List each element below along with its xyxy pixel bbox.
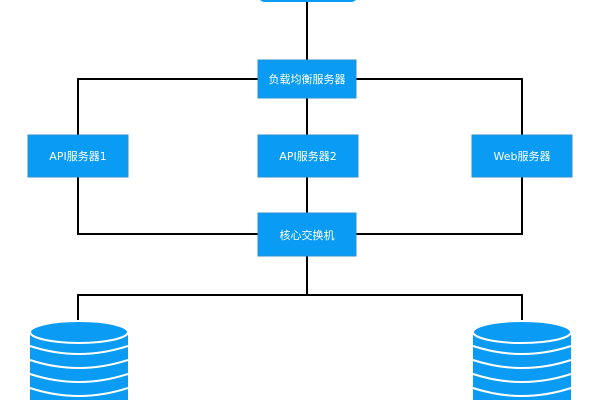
core-switch-label: 核心交换机 xyxy=(280,228,335,242)
api-server-2-node[interactable]: API服务器2 xyxy=(257,134,359,178)
web-server-label: Web服务器 xyxy=(494,150,551,163)
load-balancer-box xyxy=(257,59,357,99)
database-left-top xyxy=(29,320,129,344)
top-node-shape xyxy=(260,0,356,2)
web-server-box xyxy=(471,134,573,178)
load-balancer-label: 负载均衡服务器 xyxy=(269,72,346,86)
api-server-2-label: API服务器2 xyxy=(279,150,336,163)
api-server-1-box xyxy=(27,134,129,178)
database-right-body xyxy=(473,332,571,400)
link-storage-bus xyxy=(77,294,523,330)
core-switch-node[interactable]: 核心交换机 xyxy=(257,212,357,257)
database-left-stripe-1 xyxy=(29,345,129,355)
database-left-stripe-4 xyxy=(29,387,129,397)
api-server-2-box xyxy=(257,134,359,178)
web-server-node[interactable]: Web服务器 xyxy=(471,134,573,178)
database-right-top xyxy=(472,320,572,344)
database-right-stripe-4 xyxy=(472,387,572,397)
database-left-body xyxy=(30,332,128,400)
database-right-stripe-1 xyxy=(472,345,572,355)
api-server-1-label: API服务器1 xyxy=(49,150,106,163)
core-switch-box xyxy=(257,212,357,257)
load-balancer-node[interactable]: 负载均衡服务器 xyxy=(257,59,357,99)
database-icon xyxy=(472,320,572,400)
cloud-icon xyxy=(260,0,356,2)
database-left-stripe-2 xyxy=(29,359,129,369)
database-icon xyxy=(29,320,129,400)
database-left-stripe-3 xyxy=(29,373,129,383)
database-right-stripe-2 xyxy=(472,359,572,369)
database-right-stripe-3 xyxy=(472,373,572,383)
api-server-1-node[interactable]: API服务器1 xyxy=(27,134,129,178)
